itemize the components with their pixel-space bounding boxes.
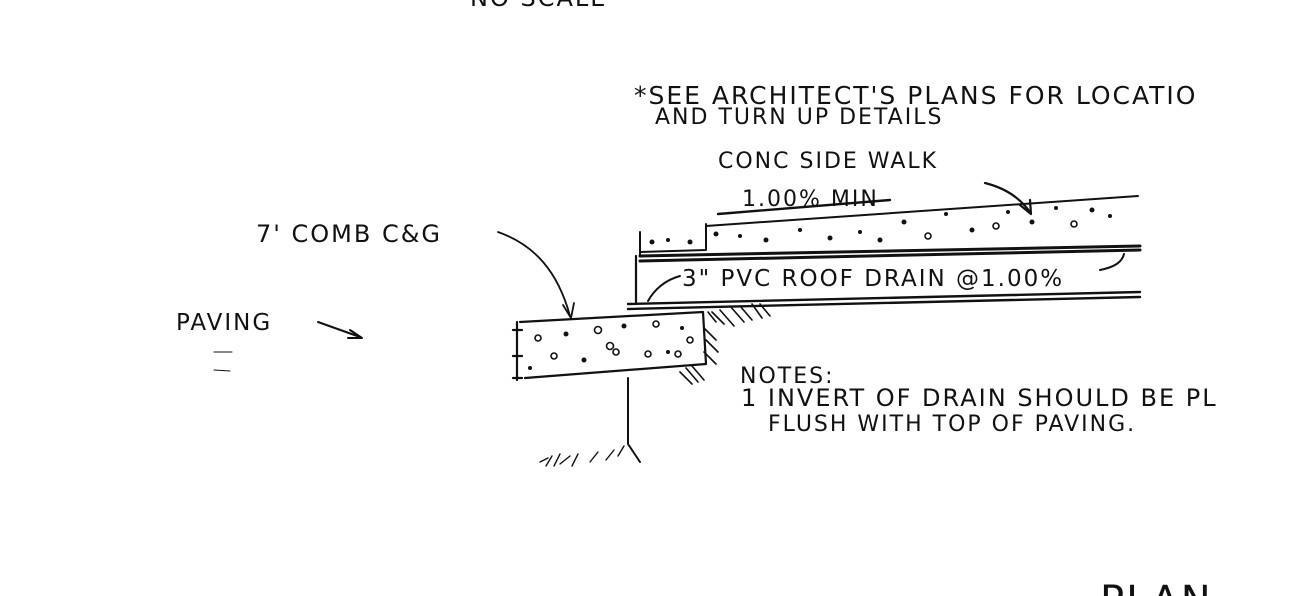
sidewalk-leader-arrow — [1018, 198, 1033, 216]
curb-gutter-leader — [497, 231, 571, 317]
curb-gutter-leader-arrow — [562, 302, 575, 319]
paving-sketch-marks — [213, 351, 233, 372]
paving-label: PAVING — [176, 310, 272, 336]
paving-leader — [317, 321, 361, 338]
scale-note: NO SCALE — [470, 0, 607, 12]
sidewalk-slab-outline — [639, 195, 1139, 257]
slope-label: 1.00% MIN — [742, 187, 879, 212]
note-1-line-1: 1 INVERT OF DRAIN SHOULD BE PL — [741, 384, 1218, 412]
roof-drain-pipe-bottom — [626, 290, 1142, 311]
paving-leader-arrow — [347, 329, 363, 339]
curb-wall — [627, 377, 641, 463]
sidewalk-label: CONC SIDE WALK — [718, 149, 938, 174]
sidewalk-slab-bottom — [638, 244, 1142, 263]
sidewalk-aggregate — [649, 206, 1112, 245]
curb-aggregate — [528, 320, 694, 370]
drain-leader-right — [1099, 253, 1125, 271]
drain-leader-left — [647, 275, 681, 302]
bottom-title-fragment: PLAN — [1100, 578, 1213, 596]
curb-gutter-label: 7' COMB C&G — [256, 220, 442, 248]
general-note-line-2: AND TURN UP DETAILS — [655, 105, 943, 130]
sidewalk-leader — [983, 181, 1032, 214]
slope-underline — [716, 198, 892, 216]
earth-hatch-base — [539, 445, 625, 467]
earth-hatch-wall — [679, 303, 771, 385]
general-note-line-1: *SEE ARCHITECT'S PLANS FOR LOCATIO — [634, 81, 1197, 110]
curb-section-outline — [511, 310, 708, 382]
notes-heading: NOTES: — [740, 364, 835, 389]
note-1-line-2: FLUSH WITH TOP OF PAVING. — [768, 412, 1136, 437]
drain-label: 3" PVC ROOF DRAIN @1.00% — [682, 266, 1064, 292]
